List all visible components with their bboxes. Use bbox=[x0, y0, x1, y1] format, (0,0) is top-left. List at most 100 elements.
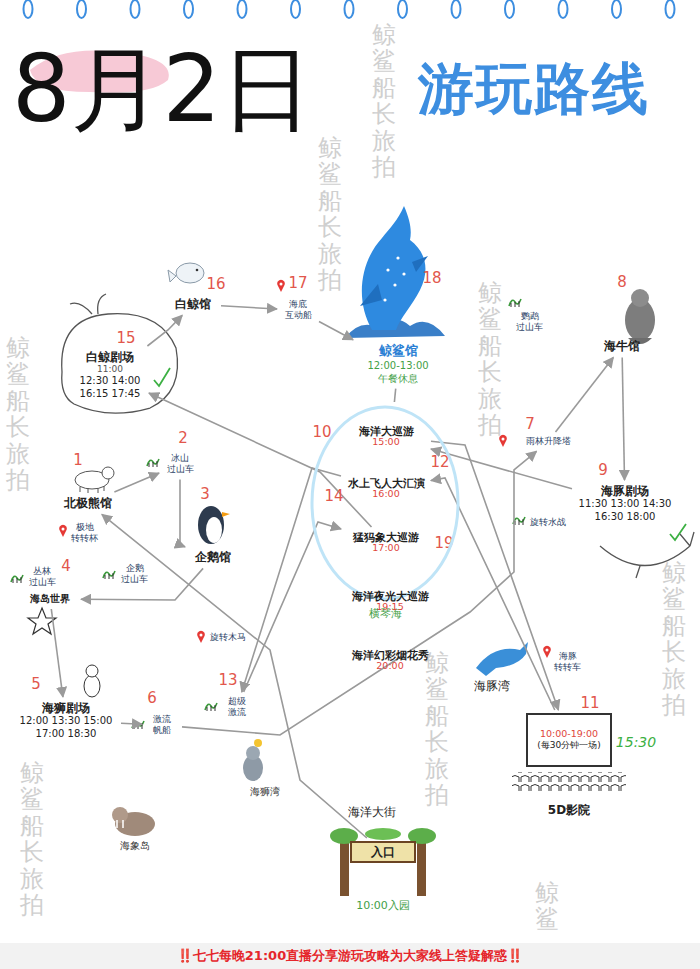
show-label: 海洋大巡游15:00 bbox=[344, 424, 428, 449]
route-arrow bbox=[114, 473, 159, 492]
penguin-icon bbox=[198, 506, 224, 544]
callout-number: 17 bbox=[288, 276, 307, 291]
watermark: 鲸鲨船长旅拍 bbox=[6, 335, 30, 493]
node-text: 15:00 bbox=[346, 437, 426, 448]
callout-number: 9 bbox=[598, 463, 608, 478]
node-text: 12:00 13:30 15:00 17:00 18:30 bbox=[16, 715, 116, 740]
binder-rings bbox=[398, 0, 407, 18]
ride-label: 激流 帆船 bbox=[145, 713, 179, 738]
manatee-icon bbox=[631, 289, 649, 307]
whale-shark bbox=[396, 256, 399, 259]
callout-number: 4 bbox=[61, 559, 71, 574]
area-label: 海岛世界 bbox=[22, 592, 78, 606]
area-label: 海象岛 bbox=[120, 840, 150, 852]
binder-rings bbox=[24, 0, 33, 18]
watermark: 鲸鲨 bbox=[535, 880, 559, 933]
pavilion-label: 海牛馆 bbox=[596, 338, 648, 354]
park-gate bbox=[417, 838, 426, 896]
whale-shark bbox=[360, 284, 382, 306]
page-title: 游玩路线 bbox=[418, 58, 650, 120]
beluga-icon bbox=[168, 263, 204, 283]
callout-number: 18 bbox=[422, 271, 441, 286]
pavilion-label: 白鲸馆 bbox=[168, 296, 218, 312]
node-text: 海豚剧场 bbox=[577, 484, 673, 498]
street-label: 海洋大街 bbox=[348, 805, 396, 819]
watermark: 鲸鲨船长旅拍 bbox=[662, 560, 686, 718]
manatee-icon bbox=[625, 289, 655, 344]
watermark: 鲸鲨船长旅拍 bbox=[20, 760, 44, 918]
ride-label: 海豚 转转车 bbox=[554, 651, 582, 674]
walrus-icon bbox=[112, 807, 128, 823]
route-arrow bbox=[121, 723, 142, 724]
node-text: 激流 帆船 bbox=[147, 714, 177, 737]
seal-icon bbox=[254, 739, 262, 747]
node-text: 海牛馆 bbox=[598, 339, 646, 353]
map-illustration bbox=[197, 631, 205, 643]
ride-label: 企鹅 过山车 bbox=[121, 563, 149, 586]
watermark: 鲸鲨船长旅拍 bbox=[478, 280, 502, 438]
seal-icon bbox=[246, 746, 260, 760]
ride-label: 旋转木马 bbox=[210, 632, 246, 643]
node-text: 19:15 bbox=[350, 602, 430, 613]
ride-label: 极地 转转杯 bbox=[71, 522, 99, 545]
penguin-icon bbox=[198, 506, 230, 544]
show-label: 水上飞人大汇演16:00 bbox=[344, 476, 428, 501]
theatre-label: 海狮剧场12:00 13:30 15:00 17:00 18:30 bbox=[14, 700, 118, 741]
cinema-screen: 10:00-19:00(每30分钟一场)5D影院 bbox=[526, 713, 612, 767]
node-text: 北极熊馆 bbox=[60, 496, 116, 510]
node-text: 11:00 bbox=[76, 364, 144, 375]
route-arrow bbox=[147, 315, 182, 346]
node-text: 12:00-13:00 bbox=[358, 359, 438, 372]
binder-rings bbox=[77, 0, 86, 18]
callout-number: 15 bbox=[116, 331, 135, 346]
route-arrow bbox=[431, 478, 555, 710]
cinema-seats bbox=[512, 772, 626, 792]
node-text: 12:30 14:00 16:15 17:45 bbox=[76, 375, 144, 400]
ride-label: 雨林升降塔 bbox=[516, 435, 580, 448]
polar-bear-icon bbox=[75, 467, 114, 493]
route-arrow bbox=[394, 389, 395, 402]
sea-lion-icon bbox=[86, 665, 98, 677]
node-text: 海洋幻彩烟花秀 bbox=[350, 649, 430, 661]
binder-rings bbox=[238, 0, 247, 18]
seal-icon bbox=[243, 739, 263, 781]
node-text: 海狮剧场 bbox=[16, 701, 116, 715]
node-text: 鲸鲨馆 bbox=[358, 343, 438, 359]
ride-label: 超级 激流 bbox=[220, 695, 254, 720]
node-text: 20:00 bbox=[350, 661, 430, 672]
whale-shark bbox=[345, 206, 445, 338]
whale-shark bbox=[383, 298, 386, 301]
route-arrow bbox=[556, 357, 614, 432]
callout-number: 7 bbox=[525, 417, 535, 432]
binder-rings bbox=[666, 0, 675, 18]
map-illustration bbox=[509, 299, 521, 307]
node-text: 10:00-19:00 bbox=[530, 729, 608, 740]
area-label: 海豚湾 bbox=[474, 679, 510, 693]
whale-shark bbox=[402, 272, 405, 275]
callout-number: 12 bbox=[430, 455, 449, 470]
check-mark bbox=[670, 524, 686, 540]
binder-rings bbox=[184, 0, 193, 18]
ride-label: 旋转水战 bbox=[530, 517, 566, 528]
polar-bear-icon bbox=[102, 467, 114, 479]
map-illustration bbox=[11, 575, 23, 583]
node-text: 午餐休息 bbox=[358, 372, 438, 385]
node-text: 海岛世界 bbox=[24, 593, 76, 605]
callout-number: 14 bbox=[324, 489, 343, 504]
binder-rings bbox=[291, 0, 300, 18]
beluga-icon bbox=[196, 269, 199, 272]
binder-rings bbox=[131, 0, 140, 18]
route-arrow bbox=[182, 451, 537, 735]
theatre-label: 白鲸剧场11:0012:30 14:00 16:15 17:45 bbox=[74, 349, 146, 401]
map-illustration bbox=[205, 703, 217, 711]
show-label: 猛犸象大巡游17:00 bbox=[344, 530, 428, 555]
sea-lion-icon bbox=[84, 665, 100, 697]
park-gate bbox=[330, 828, 436, 896]
node-text: 白鲸剧场 bbox=[76, 350, 144, 364]
handwritten-note: 15:30 bbox=[616, 734, 656, 751]
ride-label: 冰山 过山车 bbox=[162, 452, 198, 477]
entrance-sign: 入口10:00入园 bbox=[350, 841, 416, 863]
map-illustration bbox=[59, 525, 67, 537]
check-mark bbox=[154, 368, 170, 386]
